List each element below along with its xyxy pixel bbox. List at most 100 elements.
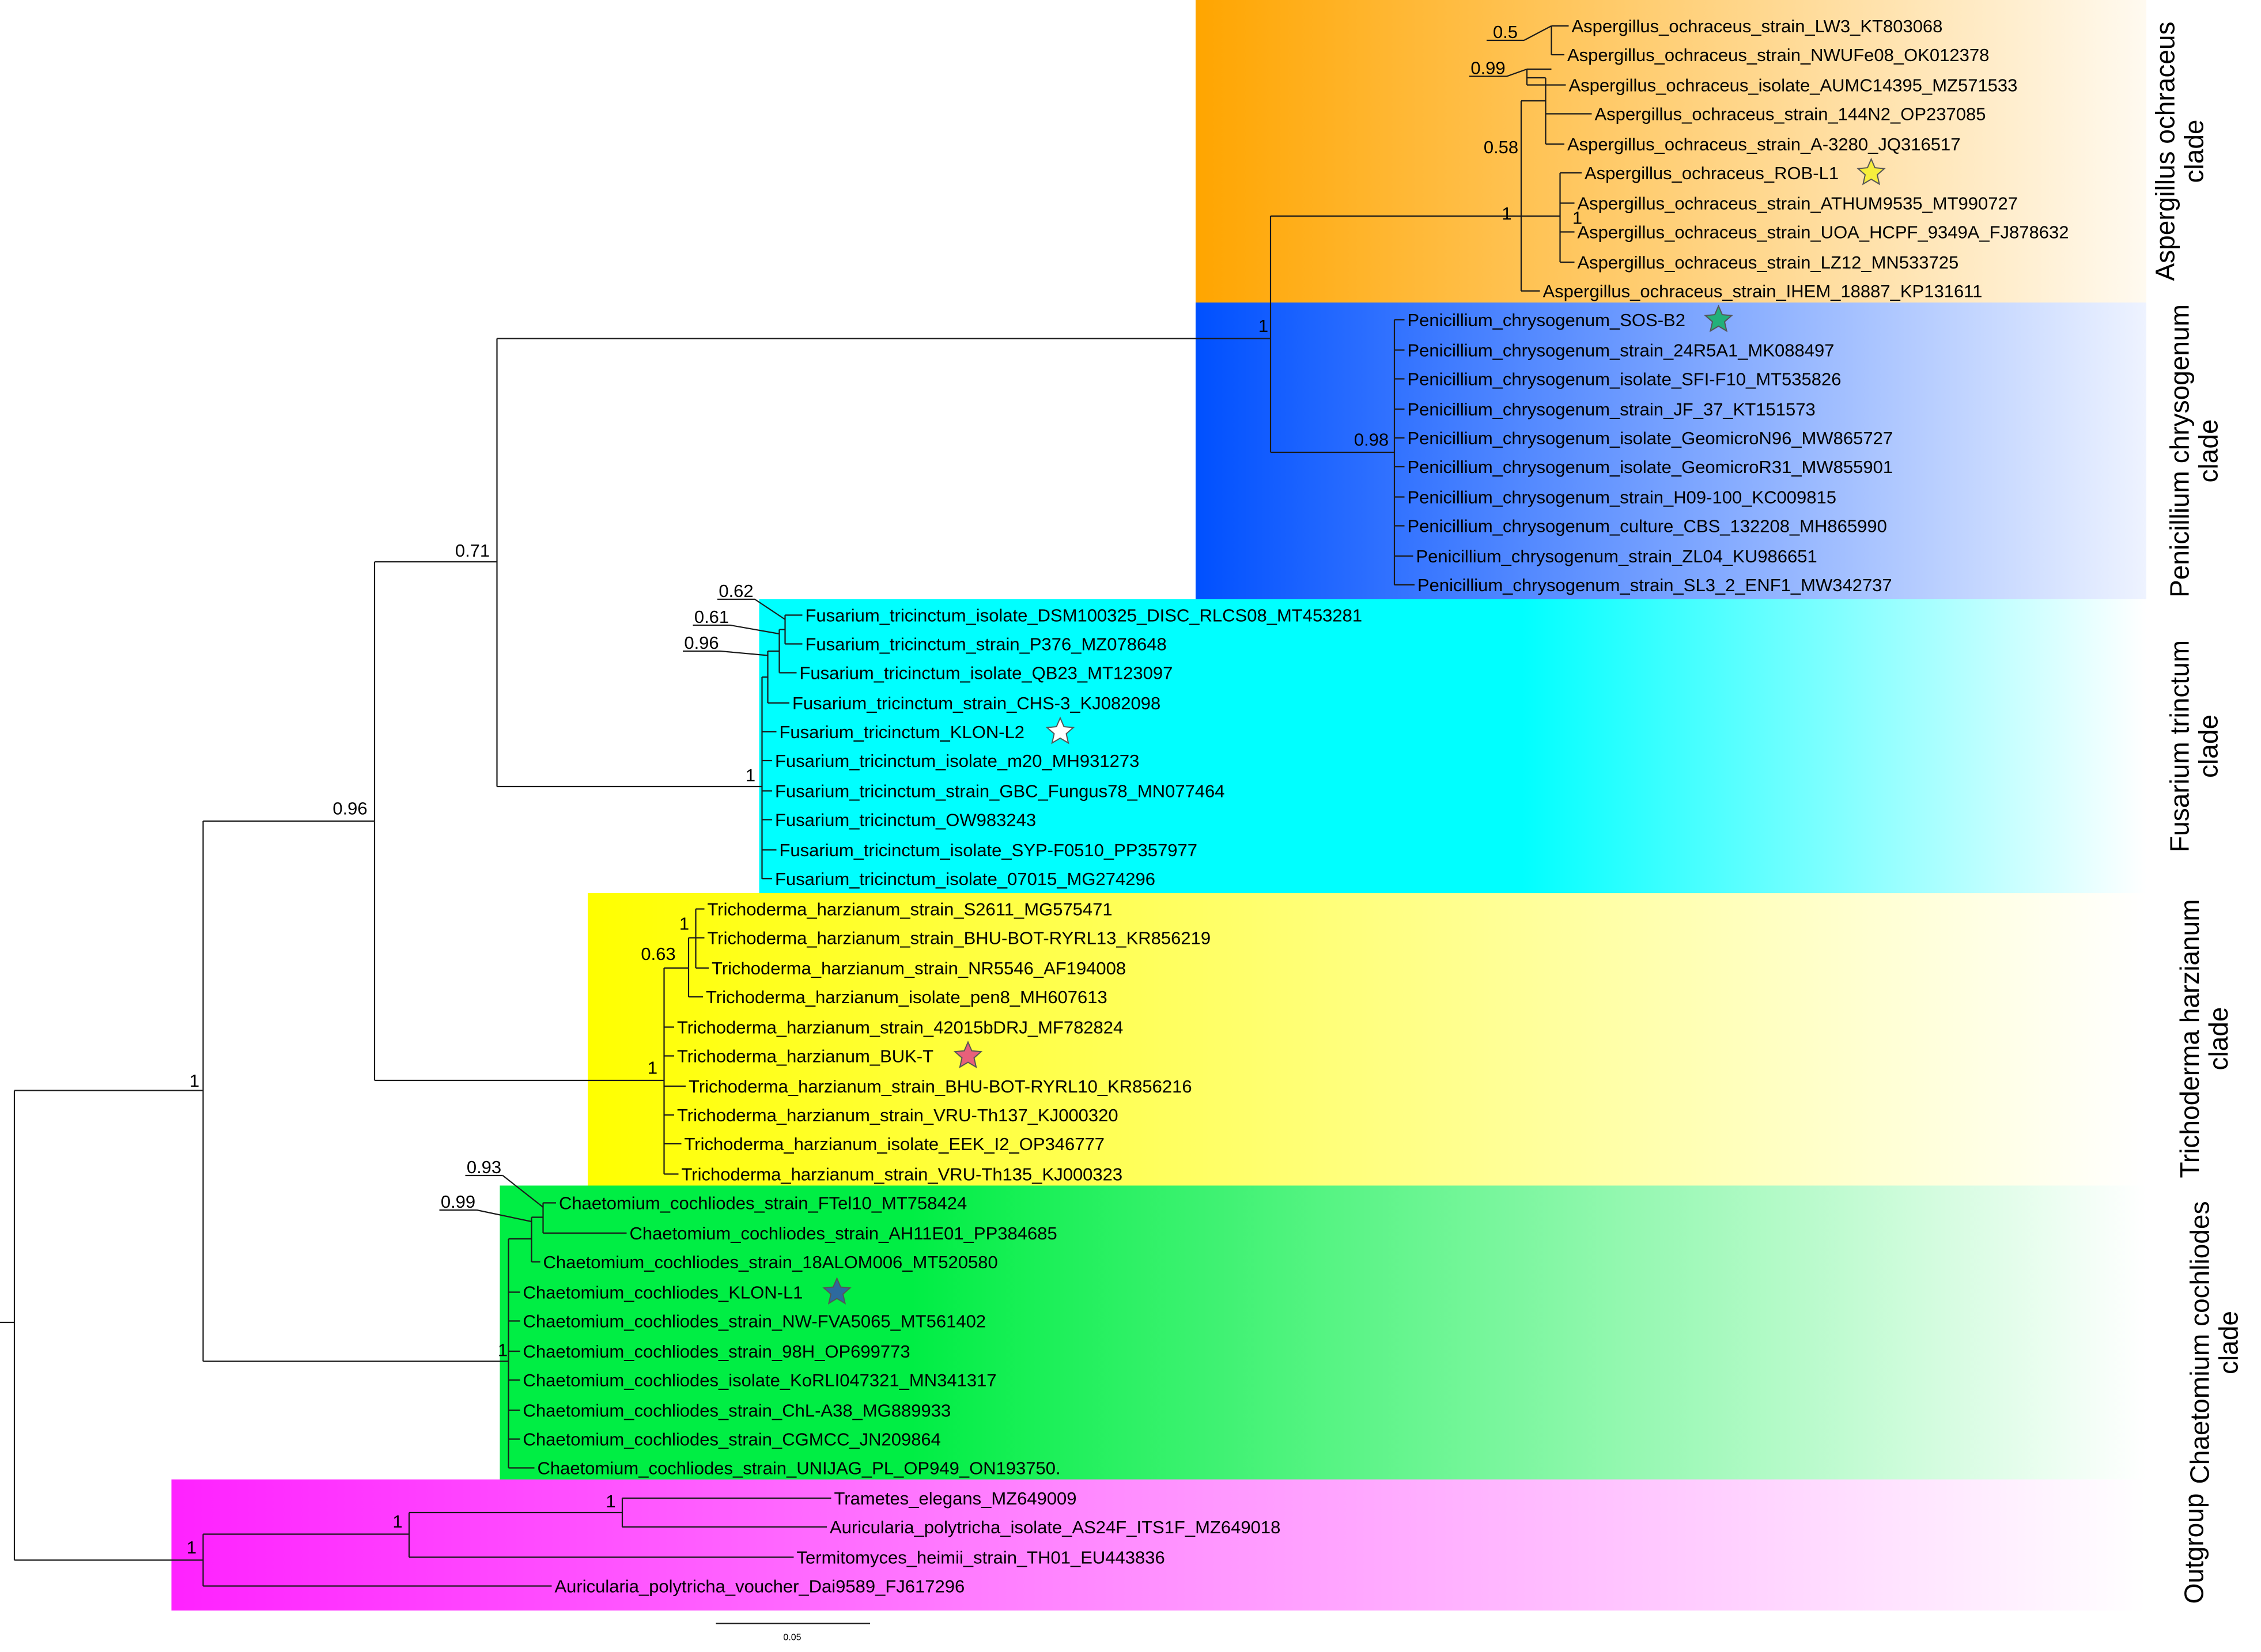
tip-label-cha4: Chaetomium_cochliodes_KLON-L1 [523, 1283, 803, 1303]
support-value-asp_d: 1 [1502, 203, 1511, 224]
support-leader [1506, 68, 1528, 77]
tip-label-pen5: Penicillium_chrysogenum_isolate_Geomicro… [1408, 428, 1893, 448]
tip-label-fus4: Fusarium_tricinctum_strain_CHS-3_KJ08209… [792, 693, 1160, 713]
support-value-upper: 0.71 [455, 540, 490, 561]
tree-branches [0, 25, 1592, 1587]
tip-label-cha9: Chaetomium_cochliodes_strain_CGMCC_JN209… [523, 1430, 941, 1450]
clade-label-line: Penicillium chrysogenum [2165, 304, 2195, 598]
tip-label-fus10: Fusarium_tricinctum_isolate_07015_MG2742… [775, 869, 1155, 889]
tip-label-pen3: Penicillium_chrysogenum_isolate_SFI-F10_… [1408, 369, 1842, 390]
clade-band-fusarium [759, 599, 2146, 893]
tip-label-pen6: Penicillium_chrysogenum_isolate_Geomicro… [1408, 457, 1893, 477]
tip-label-cha1: Chaetomium_cochliodes_strain_FTel10_MT75… [559, 1193, 967, 1214]
support-value-tri: 1 [648, 1058, 657, 1078]
support-value-out: 1 [187, 1537, 196, 1558]
clade-label-line: clade [2203, 1007, 2233, 1071]
tip-label-fus3: Fusarium_tricinctum_isolate_QB23_MT12309… [800, 663, 1173, 683]
tip-label-pen4: Penicillium_chrysogenum_strain_JF_37_KT1… [1408, 399, 1816, 419]
tip-label-out2: Auricularia_polytricha_isolate_AS24F_ITS… [830, 1517, 1280, 1537]
support-value-fus_c: 0.96 [684, 633, 719, 653]
tip-label-fus6: Fusarium_tricinctum_isolate_m20_MH931273 [775, 751, 1139, 771]
tip-label-fus5: Fusarium_tricinctum_KLON-L2 [780, 722, 1025, 742]
tip-label-cha10: Chaetomium_cochliodes_strain_UNIJAG_PL_O… [538, 1458, 1061, 1479]
support-value-pen: 0.98 [1354, 430, 1389, 450]
tip-label-fus2: Fusarium_tricinctum_strain_P376_MZ078648 [806, 634, 1167, 655]
tip-label-tri6: Trichoderma_harzianum_BUK-T [677, 1046, 933, 1067]
support-value-cha: 1 [498, 1340, 508, 1360]
support-value-fus_b: 0.61 [694, 607, 729, 627]
support-leader [754, 599, 786, 620]
clade-label-line: clade [2214, 1311, 2244, 1374]
clade-backgrounds [171, 0, 2146, 1611]
clade-label-line: Outgroup [2179, 1494, 2209, 1604]
tip-label-out4: Auricularia_polytricha_voucher_Dai9589_F… [555, 1577, 965, 1597]
tip-label-fus8: Fusarium_tricinctum_OW983243 [775, 810, 1036, 830]
tip-label-asp4: Aspergillus_ochraceus_strain_144N2_OP237… [1595, 104, 1986, 124]
tip-label-asp2: Aspergillus_ochraceus_strain_NWUFe08_OK0… [1567, 45, 1989, 65]
tip-label-fus7: Fusarium_tricinctum_strain_GBC_Fungus78_… [775, 781, 1225, 802]
tip-label-out3: Termitomyces_heimii_strain_TH01_EU443836 [797, 1548, 1165, 1568]
tip-label-fus1: Fusarium_tricinctum_isolate_DSM100325_DI… [806, 606, 1363, 626]
tip-label-fus9: Fusarium_tricinctum_isolate_SYP-F0510_PP… [780, 840, 1197, 860]
tip-label-pen2: Penicillium_chrysogenum_strain_24R5A1_MK… [1408, 341, 1835, 361]
support-leader [730, 624, 780, 635]
support-value-out_b: 1 [392, 1511, 402, 1532]
clade-band-aspergillus [1196, 0, 2146, 303]
support-leader [720, 650, 768, 656]
support-values: 0.5 0.99 0.58 1 1 1 0.98 0.62 0.61 0.96 1 0.71 1 0.63… [187, 22, 1582, 1558]
star-marker-pen1 [1704, 304, 1733, 332]
support-value-cha_b: 0.99 [441, 1192, 475, 1212]
tip-label-pen7: Penicillium_chrysogenum_strain_H09-100_K… [1408, 487, 1836, 508]
support-value-asp_e: 1 [1572, 208, 1582, 228]
clade-label-outgroup: Outgroup [2179, 1494, 2209, 1604]
support-value-cha_a: 0.93 [467, 1157, 501, 1177]
star-marker-tri6 [953, 1040, 983, 1068]
tip-label-pen1: Penicillium_chrysogenum_SOS-B2 [1408, 310, 1685, 330]
scale-bar-label: 0.05 [783, 1633, 801, 1643]
clade-label-line: clade [2179, 120, 2209, 183]
tip-label-cha2: Chaetomium_cochliodes_strain_AH11E01_PP3… [630, 1223, 1057, 1243]
tip-label-tri3: Trichoderma_harzianum_strain_NR5546_AF19… [712, 958, 1126, 978]
clade-band-trichoderma [588, 893, 2146, 1186]
star-markers [822, 157, 1886, 1305]
tip-label-pen10: Penicillium_chrysogenum_strain_SL3_2_ENF… [1417, 575, 1892, 595]
tip-label-asp6: Aspergillus_ochraceus_ROB-L1 [1585, 163, 1839, 183]
clade-label-line: clade [2194, 715, 2224, 778]
clade-band-chaetomium [500, 1185, 2146, 1480]
clade-label-line: clade [2194, 419, 2224, 483]
tip-label-cha3: Chaetomium_cochliodes_strain_18ALOM006_M… [543, 1252, 998, 1272]
support-leader [477, 1209, 532, 1223]
tip-label-tri4: Trichoderma_harzianum_isolate_pen8_MH607… [706, 987, 1107, 1007]
tip-label-asp7: Aspergillus_ochraceus_strain_ATHUM9535_M… [1578, 194, 2018, 214]
support-value-asp_a: 0.5 [1493, 22, 1518, 42]
star-marker-asp6 [1857, 157, 1886, 186]
tip-label-asp10: Aspergillus_ochraceus_strain_IHEM_18887_… [1543, 281, 1983, 301]
tip-label-tri10: Trichoderma_harzianum_strain_VRU-Th135_K… [682, 1165, 1123, 1185]
tip-label-cha8: Chaetomium_cochliodes_strain_ChL-A38_MG8… [523, 1401, 951, 1421]
tip-label-out1: Trametes_elegans_MZ649009 [834, 1488, 1077, 1509]
support-value-ingroup: 1 [190, 1071, 199, 1091]
tip-label-asp8: Aspergillus_ochraceus_strain_UOA_HCPF_93… [1578, 222, 2069, 243]
tip-label-tri7: Trichoderma_harzianum_strain_BHU-BOT-RYR… [689, 1076, 1192, 1097]
tip-label-tri1: Trichoderma_harzianum_strain_S2611_MG575… [708, 899, 1113, 920]
tip-label-asp3: Aspergillus_ochraceus_isolate_AUMC14395_… [1569, 75, 2018, 96]
support-leader [1523, 25, 1552, 41]
support-value-fus_a: 0.62 [719, 581, 753, 601]
clade-label-line: Fusarium trinctum [2165, 640, 2195, 852]
tip-label-cha5: Chaetomium_cochliodes_strain_NW-FVA5065_… [523, 1311, 986, 1332]
tip-label-cha7: Chaetomium_cochliodes_isolate_KoRLI04732… [523, 1370, 997, 1390]
support-value-asp_c: 0.58 [1484, 137, 1518, 157]
scale-bar: 0.05 [716, 1623, 870, 1643]
support-value-asp_b: 0.99 [1470, 58, 1505, 78]
star-marker-fus5 [1045, 716, 1075, 744]
support-leader [502, 1175, 544, 1208]
support-value-asp_pen: 1 [1258, 316, 1268, 336]
support-value-fus: 1 [746, 765, 755, 785]
clade-band-penicillium [1196, 303, 2146, 599]
clade-label-line: Trichoderma harzianum [2175, 899, 2205, 1178]
support-value-tri_b: 0.63 [641, 944, 675, 964]
